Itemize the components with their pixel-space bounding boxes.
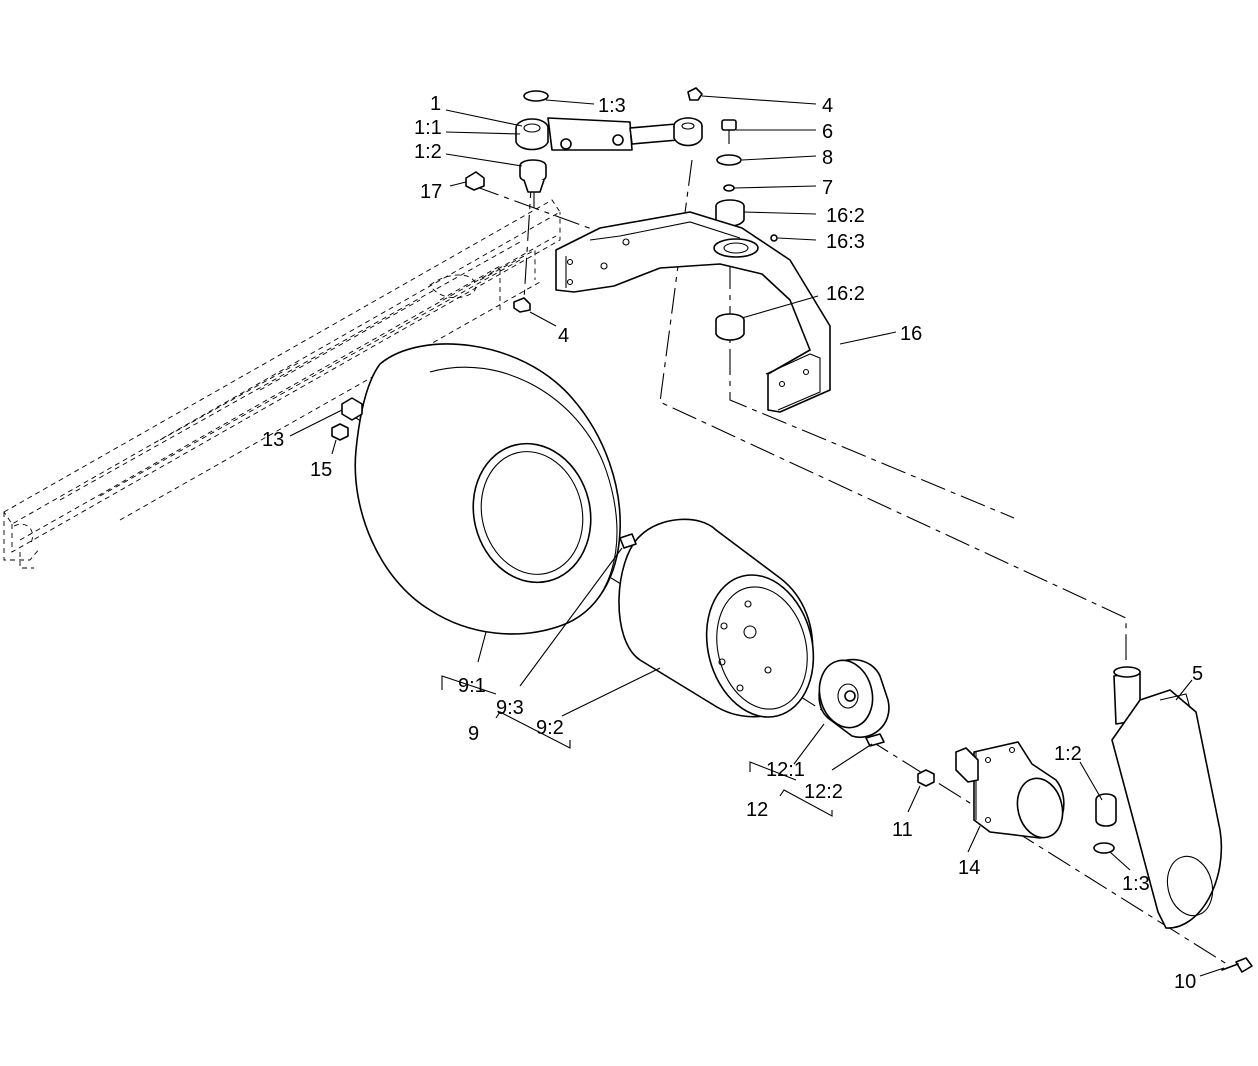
tire [354, 343, 621, 635]
callout-1-3-upper: 1:3 [598, 95, 626, 117]
nut-4-lower [513, 297, 531, 313]
callout-1: 1 [430, 93, 441, 115]
callout-4-upper: 4 [822, 95, 833, 117]
fork-housing [1093, 666, 1223, 929]
callout-16: 16 [900, 323, 922, 345]
wheel-rim [618, 518, 815, 718]
steering-cylinder [515, 90, 703, 151]
callout-11: 11 [892, 819, 913, 841]
callout-16-3: 16:3 [826, 231, 865, 253]
callout-8: 8 [822, 147, 833, 169]
caster-arm [555, 211, 831, 413]
callout-12: 12 [746, 799, 768, 821]
callout-14: 14 [958, 857, 980, 879]
leader-lines [289, 95, 1225, 977]
callout-9-3: 9:3 [496, 697, 524, 719]
wheel-motor [955, 741, 1065, 839]
callout-17: 17 [420, 181, 442, 203]
hub [818, 658, 890, 747]
callout-5: 5 [1192, 663, 1203, 685]
callout-12-1: 12:1 [766, 759, 805, 781]
callout-1-2-upper: 1:2 [414, 141, 442, 163]
bolt-10 [1221, 957, 1253, 973]
callout-9: 9 [468, 723, 479, 745]
spindle-hardware [687, 87, 778, 341]
assembly-lines [355, 159, 1231, 967]
nuts [331, 397, 935, 787]
callout-9-2: 9:2 [536, 717, 564, 739]
callout-7: 7 [822, 177, 833, 199]
callout-1-2-lower: 1:2 [1054, 743, 1082, 765]
callout-16-2-upper: 16:2 [826, 205, 865, 227]
callout-16-2-lower: 16:2 [826, 283, 865, 305]
callout-9-1: 9:1 [458, 675, 486, 697]
callout-10: 10 [1174, 971, 1196, 993]
callout-15: 15 [310, 459, 332, 481]
callout-12-2: 12:2 [804, 781, 843, 803]
callout-1-1: 1:1 [414, 117, 442, 139]
callout-13: 13 [262, 429, 284, 451]
callout-4-lower: 4 [558, 325, 569, 347]
callout-1-3-lower: 1:3 [1122, 873, 1150, 895]
callout-labels: 1 1:1 1:2 1:3 17 4 4 6 8 7 16:2 16:3 16:… [262, 93, 1203, 993]
callout-6: 6 [822, 121, 833, 143]
bolt-17 [465, 171, 485, 191]
ball-joint-upper [519, 159, 547, 208]
frame-phantom [3, 199, 561, 569]
